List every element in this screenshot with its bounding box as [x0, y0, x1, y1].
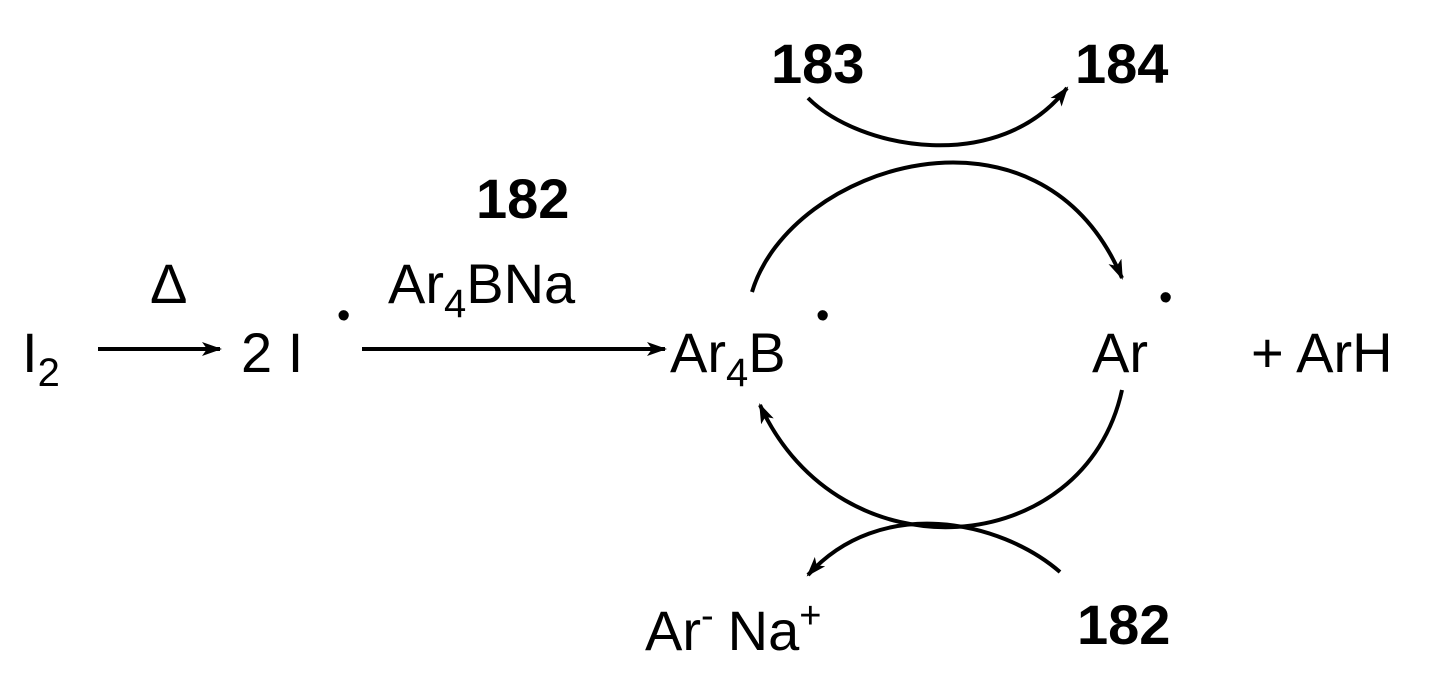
cycle-bottom-arc: [758, 389, 1124, 530]
bottom-cycle-reactant: 182: [1077, 593, 1170, 656]
borate-radical-dot: •: [816, 295, 829, 337]
aryl-radical-dot: •: [1159, 277, 1172, 319]
reagent-compound-number: 182: [476, 167, 569, 230]
heat-symbol: Δ: [150, 252, 187, 315]
iodine-radical-dot: •: [337, 295, 350, 337]
cycle-top-arc: [750, 160, 1124, 293]
top-cycle-reactant: 183: [771, 32, 864, 95]
top-cycle-product: 184: [1075, 32, 1168, 95]
borate-radical: Ar4B: [670, 321, 786, 395]
bottom-cycle-product: Ar-Na+: [645, 595, 821, 662]
top-side-arrow: [806, 86, 1069, 148]
aryl-radical: Ar: [1092, 321, 1148, 384]
iodine-molecule: I2: [22, 321, 60, 395]
arene-product: + ArH: [1251, 321, 1393, 384]
bottom-side-arrow: [806, 521, 1062, 577]
iodine-radical: 2 I: [241, 321, 303, 384]
reagent-formula: Ar4BNa: [388, 252, 576, 326]
